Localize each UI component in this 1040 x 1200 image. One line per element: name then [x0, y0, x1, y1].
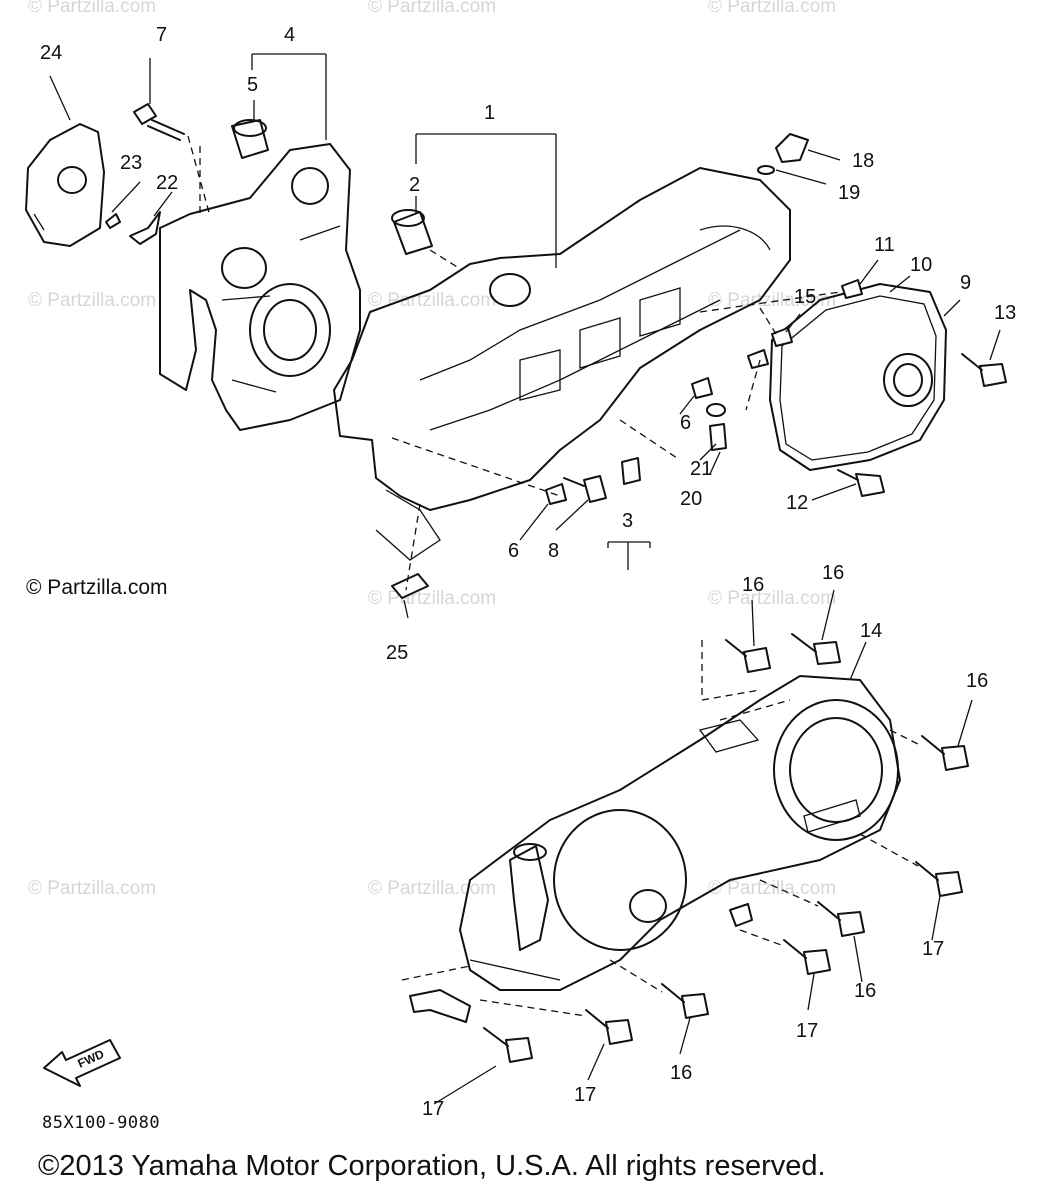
callout-16: 16	[670, 1062, 693, 1084]
screw-part-23	[105, 213, 121, 229]
clip-part	[729, 903, 753, 927]
watermark: © Partzilla.com	[368, 878, 497, 899]
callout-2: 2	[409, 174, 421, 196]
watermark: © Partzilla.com	[28, 290, 157, 311]
side-cover-part-9	[769, 283, 947, 471]
footer-copyright: ©2013 Yamaha Motor Corporation, U.S.A. A…	[38, 1150, 826, 1182]
watermark: © Partzilla.com	[368, 290, 497, 311]
watermark: © Partzilla.com	[708, 878, 837, 899]
callout-24: 24	[40, 42, 63, 64]
bolt-part-16	[661, 983, 709, 1019]
callout-10: 10	[910, 254, 933, 276]
bushing-part-5	[231, 119, 269, 159]
forward-arrow-icon: FWD	[43, 1039, 121, 1087]
callout-25: 25	[386, 642, 409, 664]
callout-6: 6	[508, 540, 520, 562]
callout-19: 19	[838, 182, 861, 204]
callout-13: 13	[994, 302, 1017, 324]
bushing-part-2	[391, 209, 433, 255]
watermark: © Partzilla.com	[28, 0, 157, 17]
oil-seal-part-3	[621, 457, 641, 485]
callout-1: 1	[484, 102, 496, 124]
callout-8: 8	[548, 540, 560, 562]
bolt-part-16	[921, 735, 969, 771]
callout-15: 15	[794, 286, 817, 308]
gasket-plate-part-24	[25, 123, 105, 247]
callout-7: 7	[156, 24, 168, 46]
dowel-pin-part-15	[771, 327, 793, 347]
partzilla-copyright: © Partzilla.com	[26, 576, 168, 599]
callout-17: 17	[422, 1098, 445, 1120]
bolt-part-16	[791, 633, 841, 665]
bolt-part-17	[915, 861, 963, 897]
callout-5: 5	[247, 74, 259, 96]
crankcase-right-part-1	[333, 167, 791, 561]
bolt-part-7	[133, 103, 185, 141]
dowel-pin-part-6	[691, 377, 713, 399]
transmission-cover-part-14	[459, 675, 901, 991]
watermark: © Partzilla.com	[28, 878, 157, 899]
callout-17: 17	[922, 938, 945, 960]
callout-20: 20	[680, 488, 703, 510]
bolt-part-17	[585, 1009, 633, 1045]
bolt-part-16	[817, 901, 865, 937]
watermark: © Partzilla.com	[708, 588, 837, 609]
callout-23: 23	[120, 152, 143, 174]
callout-16: 16	[822, 562, 845, 584]
watermark: © Partzilla.com	[708, 0, 837, 17]
callout-17: 17	[796, 1020, 819, 1042]
callout-6: 6	[680, 412, 692, 434]
clamp-part-22	[129, 211, 161, 245]
bracket-part	[409, 989, 471, 1023]
callout-16: 16	[966, 670, 989, 692]
watermark: © Partzilla.com	[368, 0, 497, 17]
plate-part-25	[391, 573, 429, 599]
callout-16: 16	[742, 574, 765, 596]
callout-14: 14	[860, 620, 883, 642]
plug-part-18	[775, 133, 809, 163]
callout-11: 11	[874, 234, 895, 256]
diagram-code: 85X100-9080	[42, 1113, 161, 1133]
callout-9: 9	[960, 272, 972, 294]
dowel-pin-part-11	[841, 279, 863, 299]
crankcase-left-part-4	[159, 143, 361, 431]
bolt-part-17	[483, 1027, 533, 1063]
bolt-part-12	[837, 469, 885, 497]
callout-12: 12	[786, 492, 809, 514]
bolt-part-20	[709, 423, 727, 451]
bolt-part-13	[961, 353, 1007, 387]
callout-3: 3	[622, 510, 634, 532]
bolt-part-8	[563, 475, 607, 503]
bolt-part-16	[725, 639, 771, 673]
callout-21: 21	[690, 458, 713, 480]
callout-18: 18	[852, 150, 875, 172]
bolt-part-17	[783, 939, 831, 975]
callout-22: 22	[156, 172, 179, 194]
callout-16: 16	[854, 980, 877, 1002]
leader-lines	[49, 53, 1001, 1105]
o-ring-part-19	[757, 165, 775, 175]
callout-4: 4	[284, 24, 296, 46]
dowel-pin-part-15b	[747, 349, 769, 369]
washer-part-21	[706, 403, 726, 417]
callout-17: 17	[574, 1084, 597, 1106]
